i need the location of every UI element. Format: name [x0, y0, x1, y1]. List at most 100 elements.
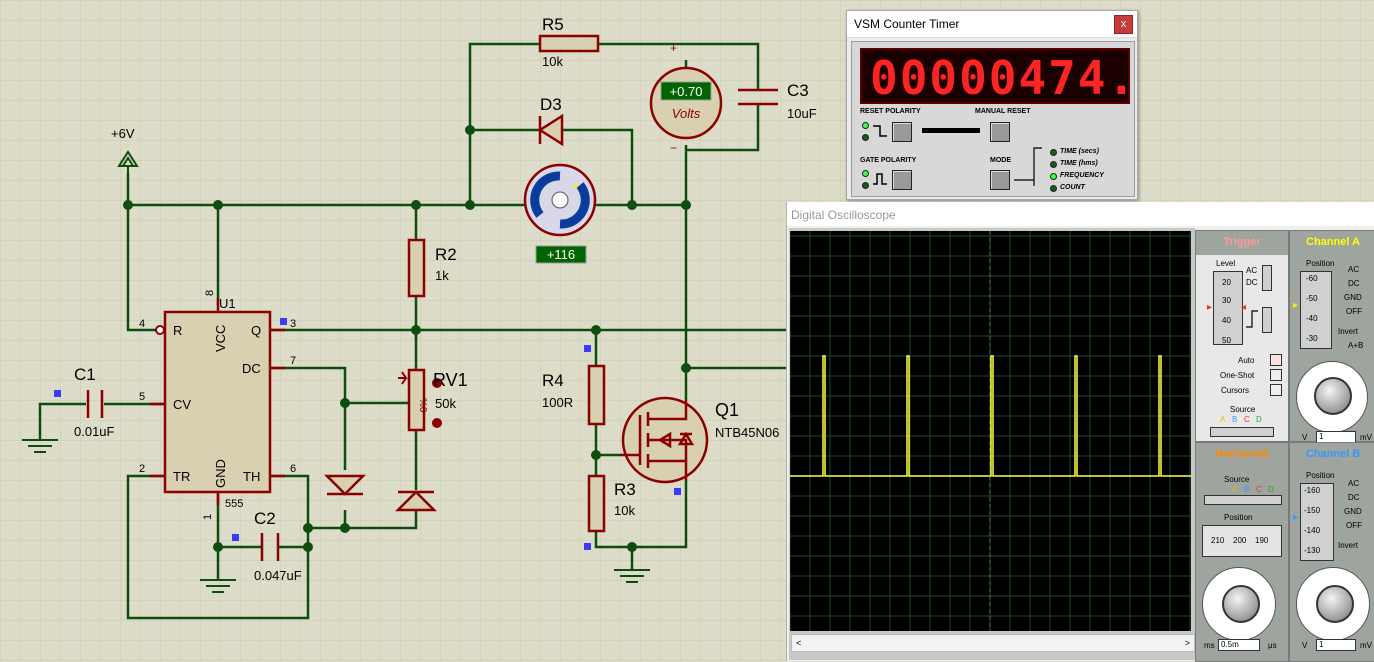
- mode-led-time-hms: [1050, 161, 1057, 168]
- reset-polarity-button[interactable]: [892, 122, 912, 142]
- svg-text:3: 3: [290, 318, 296, 330]
- svg-text:DC: DC: [242, 361, 261, 376]
- probe-marker: [54, 390, 61, 397]
- scroll-left-arrow-icon[interactable]: <: [796, 638, 802, 648]
- counter-timer-title: VSM Counter Timer: [854, 17, 960, 31]
- cursors-button[interactable]: [1270, 384, 1282, 396]
- manual-reset-button[interactable]: [990, 122, 1010, 142]
- close-button[interactable]: x: [1114, 15, 1133, 34]
- counter-timer-window[interactable]: VSM Counter Timer x 00000474. RESET POLA…: [846, 10, 1138, 200]
- gate-polarity-led-low: [862, 182, 869, 189]
- counter-display: 00000474.: [860, 48, 1130, 104]
- svg-text:TH: TH: [243, 469, 260, 484]
- trigger-marker-icon: ◂: [1240, 302, 1246, 313]
- svg-text:TR: TR: [173, 469, 190, 484]
- svg-text:10uF: 10uF: [787, 106, 817, 121]
- svg-text:C3: C3: [787, 81, 809, 100]
- pulse-edge-icon: [873, 173, 887, 185]
- mode-bracket: [1014, 147, 1042, 186]
- svg-text:Q1: Q1: [715, 400, 739, 420]
- reset-polarity-led-low: [862, 134, 869, 141]
- counter-timer-panel: 00000474. RESET POLARITY MANUAL RESET GA…: [851, 41, 1135, 197]
- auto-button[interactable]: [1270, 354, 1282, 366]
- svg-text:4: 4: [139, 318, 145, 330]
- junctions: [123, 125, 691, 552]
- resistor-r5[interactable]: R5 10k: [538, 15, 600, 69]
- one-shot-button[interactable]: [1270, 369, 1282, 381]
- channel-a-position-slider[interactable]: -60 -50 -40 -30 ▸: [1293, 271, 1332, 349]
- timebase-knob[interactable]: [1222, 585, 1260, 623]
- trigger-level-slider[interactable]: 20 30 40 50 ▸ ◂: [1207, 271, 1246, 345]
- oscilloscope-window[interactable]: Digital Oscilloscope < > Trigger Level 2…: [786, 202, 1374, 662]
- voltmeter[interactable]: +0.70 Volts + −: [649, 41, 723, 155]
- counter-timer-titlebar[interactable]: VSM Counter Timer x: [847, 11, 1137, 38]
- probe-marker: [584, 345, 591, 352]
- wires: [38, 42, 790, 620]
- channel-b-panel: Channel B Position -160 -150 -140 -130 ▸…: [1289, 442, 1374, 662]
- oscilloscope-titlebar[interactable]: Digital Oscilloscope: [787, 202, 1374, 226]
- svg-text:C1: C1: [74, 365, 96, 384]
- svg-text:%0: %0: [417, 398, 428, 413]
- resistor-r3[interactable]: R3 10k: [587, 474, 636, 533]
- svg-text:7: 7: [290, 355, 296, 367]
- oscilloscope-screen[interactable]: [790, 231, 1191, 631]
- horizontal-scrollbar[interactable]: < >: [791, 634, 1195, 652]
- power-terminal[interactable]: +6V: [111, 126, 139, 173]
- trigger-edge-switch[interactable]: [1262, 307, 1272, 333]
- mosfet-q1[interactable]: Q1 NTB45N06: [620, 396, 779, 484]
- manual-reset-label: MANUAL RESET: [975, 108, 1031, 115]
- connector-bar: [922, 128, 980, 133]
- svg-text:+: +: [670, 41, 677, 55]
- mode-led-time-secs: [1050, 149, 1057, 156]
- channel-a-title: Channel A: [1306, 236, 1360, 248]
- probe-marker: [280, 318, 287, 325]
- potentiometer-rv1[interactable]: %0 RV1 50k: [398, 368, 468, 432]
- horizontal-panel: Horizontal Source A B C D Position 210 2…: [1195, 442, 1289, 662]
- diode-right[interactable]: [394, 490, 438, 512]
- probe-marker: [232, 534, 239, 541]
- mode-button[interactable]: [990, 170, 1010, 190]
- svg-text:Q: Q: [251, 323, 261, 338]
- capacitor-c2[interactable]: C2 0.047uF: [254, 509, 302, 583]
- diode-d3[interactable]: D3: [537, 95, 564, 147]
- svg-text:−: −: [670, 141, 677, 155]
- svg-text:6: 6: [290, 463, 296, 475]
- svg-text:NTB45N06: NTB45N06: [715, 425, 779, 440]
- u1-555-timer[interactable]: U1 4 R 8 VCC 3 Q 7 DC 5 CV 2 TR 1 GND 6 …: [139, 290, 296, 520]
- channel-b-volts-field[interactable]: 1: [1316, 639, 1356, 651]
- oscilloscope-title: Digital Oscilloscope: [791, 208, 896, 222]
- diode-left[interactable]: [323, 474, 367, 496]
- timebase-field[interactable]: 0.5m: [1218, 639, 1260, 651]
- mode-label: MODE: [990, 157, 1011, 164]
- gate-polarity-button[interactable]: [892, 170, 912, 190]
- capacitor-c1[interactable]: C1 0.01uF: [74, 365, 115, 439]
- capacitor-c3[interactable]: C3 10uF: [738, 81, 817, 121]
- scroll-right-arrow-icon[interactable]: >: [1184, 638, 1190, 648]
- channel-b-title: Channel B: [1305, 448, 1361, 460]
- resistor-r2[interactable]: R2 1k: [407, 238, 457, 298]
- horizontal-position-slider[interactable]: 210 200 190: [1202, 525, 1282, 557]
- resistor-r4[interactable]: R4 100R: [542, 364, 606, 426]
- edge-icon: [1246, 310, 1258, 328]
- trigger-source-slider[interactable]: [1210, 427, 1274, 437]
- svg-text:C2: C2: [254, 509, 276, 528]
- channel-b-position-slider[interactable]: -160 -150 -140 -130 ▸: [1293, 483, 1334, 561]
- trigger-panel: Trigger Level 20 30 40 50 ▸ ◂ AC DC Auto…: [1195, 230, 1289, 442]
- dc-motor[interactable]: +116: [523, 163, 597, 264]
- gate-polarity-led-high: [862, 170, 869, 177]
- svg-text:10k: 10k: [542, 54, 563, 69]
- horizontal-source-slider[interactable]: [1204, 495, 1282, 505]
- trigger-coupling-switch[interactable]: [1262, 265, 1272, 291]
- channel-a-panel: Channel A Position -60 -50 -40 -30 ▸ AC …: [1289, 230, 1374, 443]
- svg-text:R: R: [173, 323, 182, 338]
- channel-b-marker-icon: ▸: [1293, 512, 1299, 523]
- channel-b-volts-knob[interactable]: [1316, 585, 1354, 623]
- channel-a-volts-knob[interactable]: [1314, 377, 1352, 415]
- trigger-title: Trigger: [1223, 236, 1261, 248]
- reset-polarity-label: RESET POLARITY: [860, 108, 921, 115]
- svg-text:RV1: RV1: [433, 370, 468, 390]
- ground-symbols: [22, 439, 650, 593]
- mode-led-frequency: [1050, 173, 1057, 180]
- svg-text:50k: 50k: [435, 396, 456, 411]
- probe-marker: [584, 543, 591, 550]
